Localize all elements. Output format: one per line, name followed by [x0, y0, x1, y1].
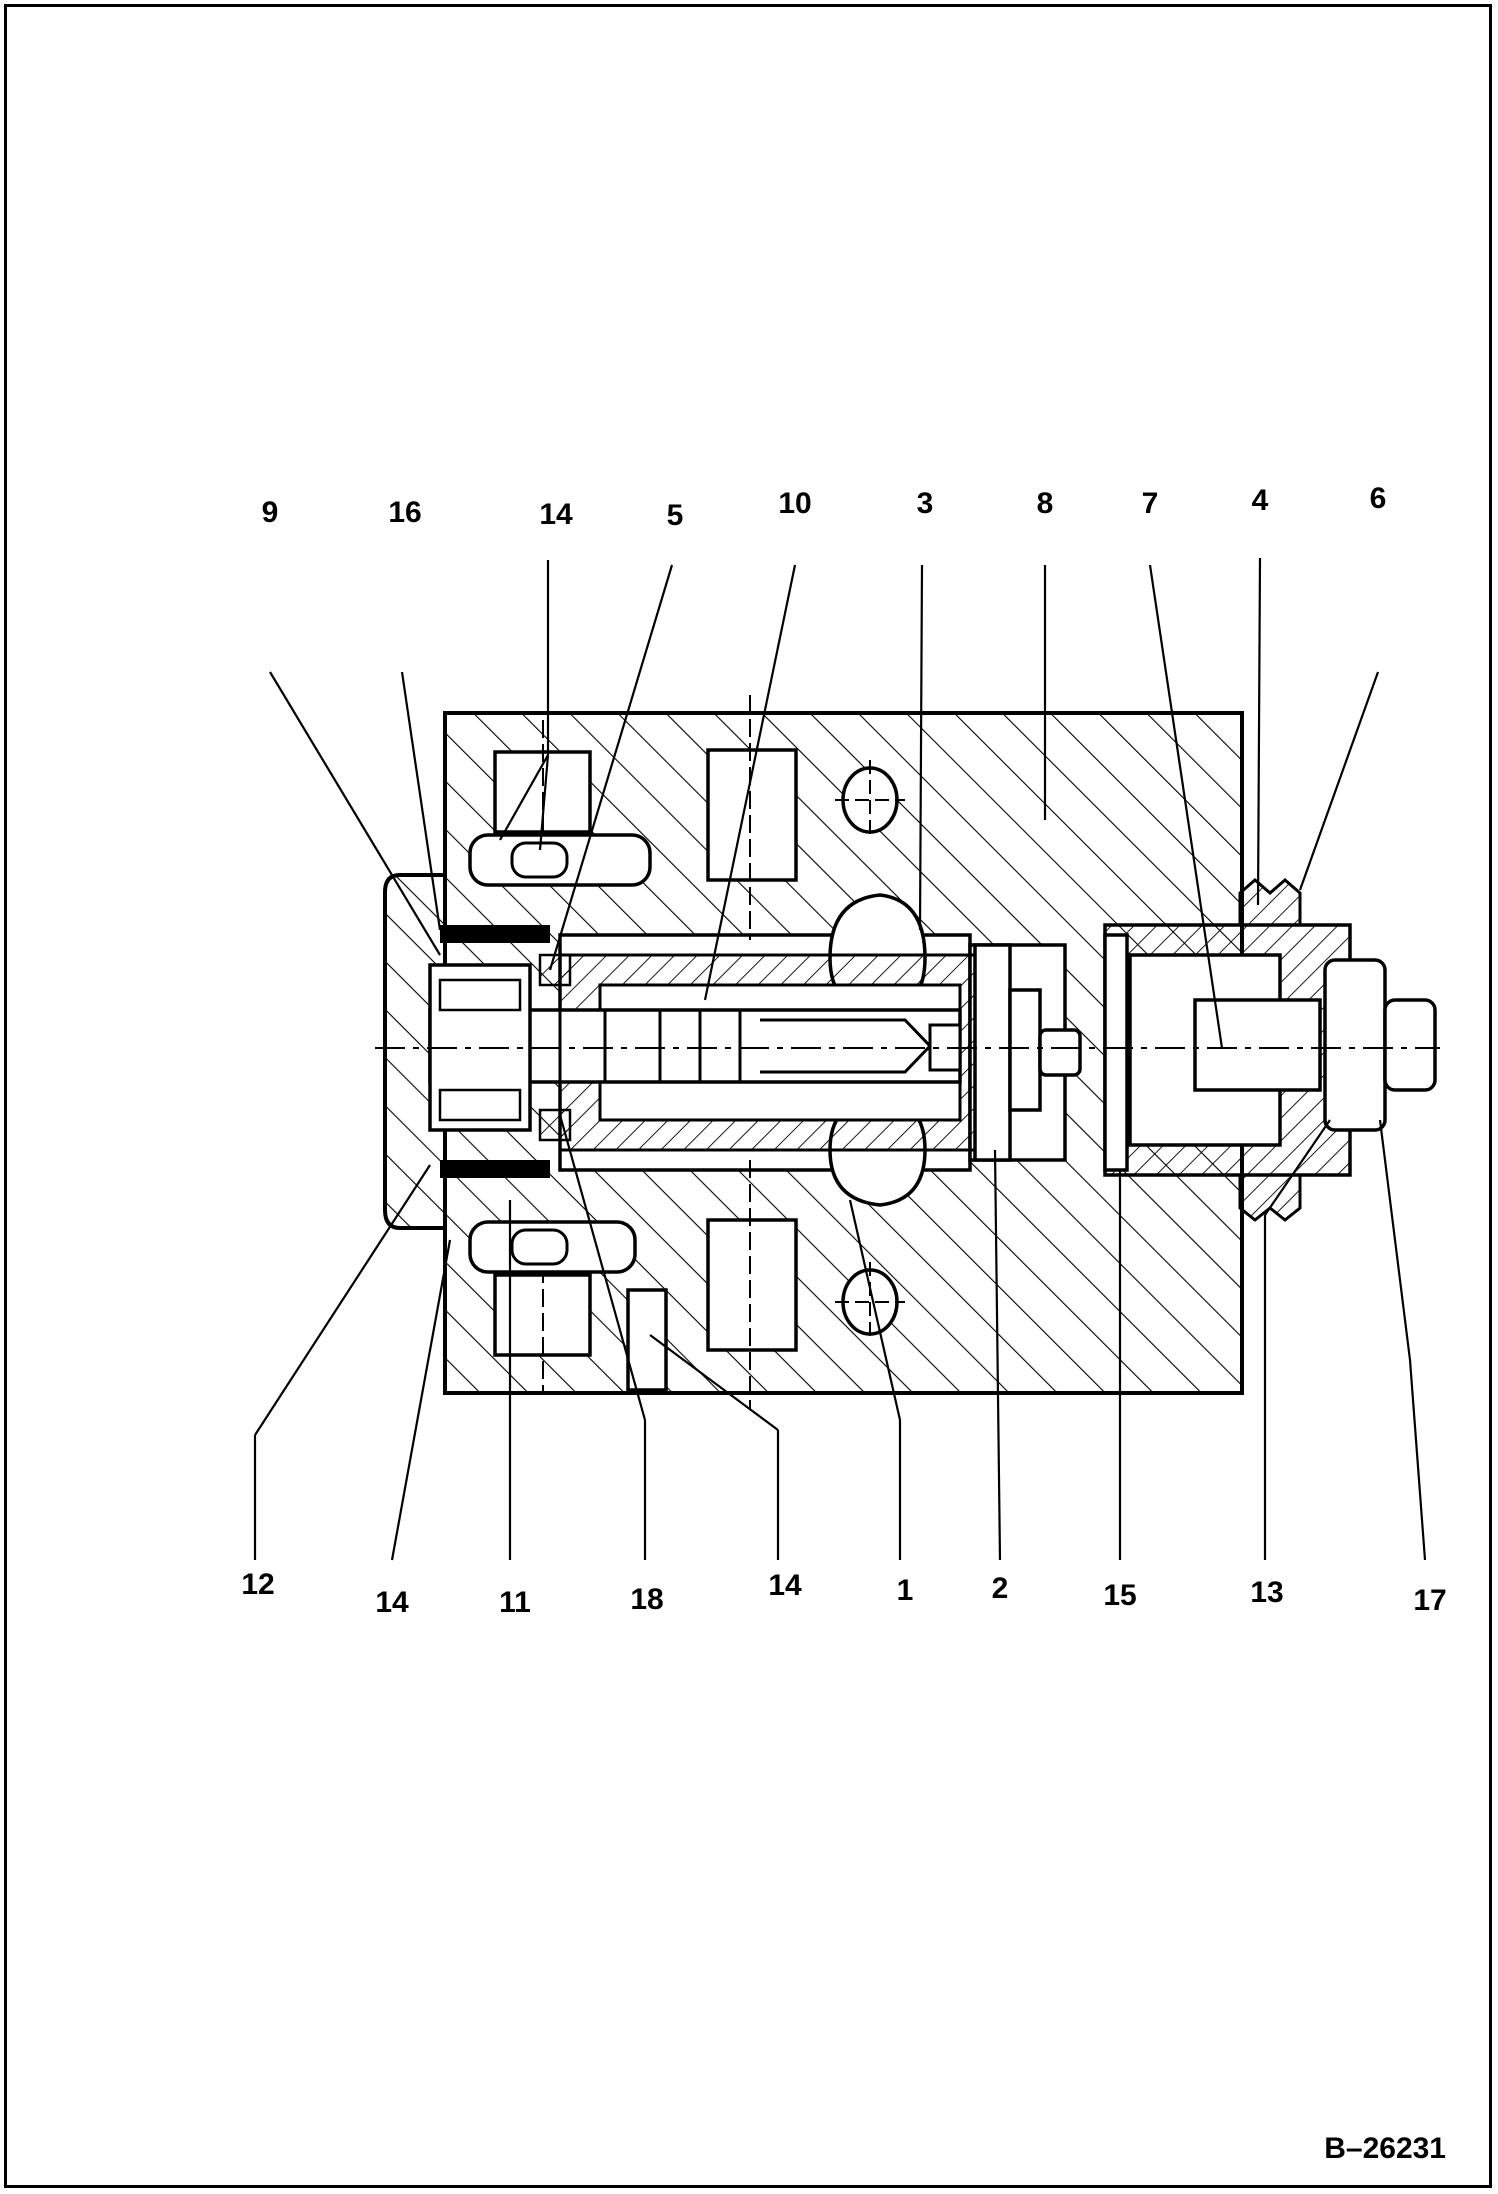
callout-2: 2	[992, 1572, 1009, 1605]
callout-15: 15	[1103, 1579, 1136, 1612]
leader-lines-top	[269, 557, 1380, 1049]
callouts-bottom: 12 14 11 18 14 1 2 15 13 17	[241, 1568, 1446, 1619]
callout-14-bottom-a: 14	[375, 1586, 409, 1619]
callout-9: 9	[262, 496, 279, 529]
leader-lines-bottom	[253, 1114, 1427, 1561]
callout-16: 16	[388, 496, 421, 529]
callout-18: 18	[630, 1583, 663, 1616]
callout-7: 7	[1142, 487, 1159, 520]
callout-8: 8	[1037, 487, 1054, 520]
callout-11: 11	[499, 1586, 531, 1619]
callout-17: 17	[1413, 1584, 1446, 1617]
drawing-frame	[4, 4, 1492, 2188]
figure-id-label: B–26231	[1324, 2132, 1446, 2165]
callout-4: 4	[1252, 484, 1269, 517]
callout-5: 5	[667, 499, 684, 532]
callout-13: 13	[1250, 1576, 1283, 1609]
callouts-top: 9 16 14 5 10 3 8 7 4 6	[262, 482, 1387, 532]
callout-6: 6	[1370, 482, 1387, 515]
callout-1: 1	[897, 1574, 914, 1607]
left-end-cap	[383, 873, 550, 1230]
callout-3: 3	[917, 487, 934, 520]
right-end-fitting	[1103, 878, 1437, 1222]
callout-14: 14	[539, 498, 573, 531]
callout-12: 12	[241, 1568, 274, 1601]
callout-10: 10	[778, 487, 811, 520]
callout-14-bottom-b: 14	[768, 1569, 802, 1602]
